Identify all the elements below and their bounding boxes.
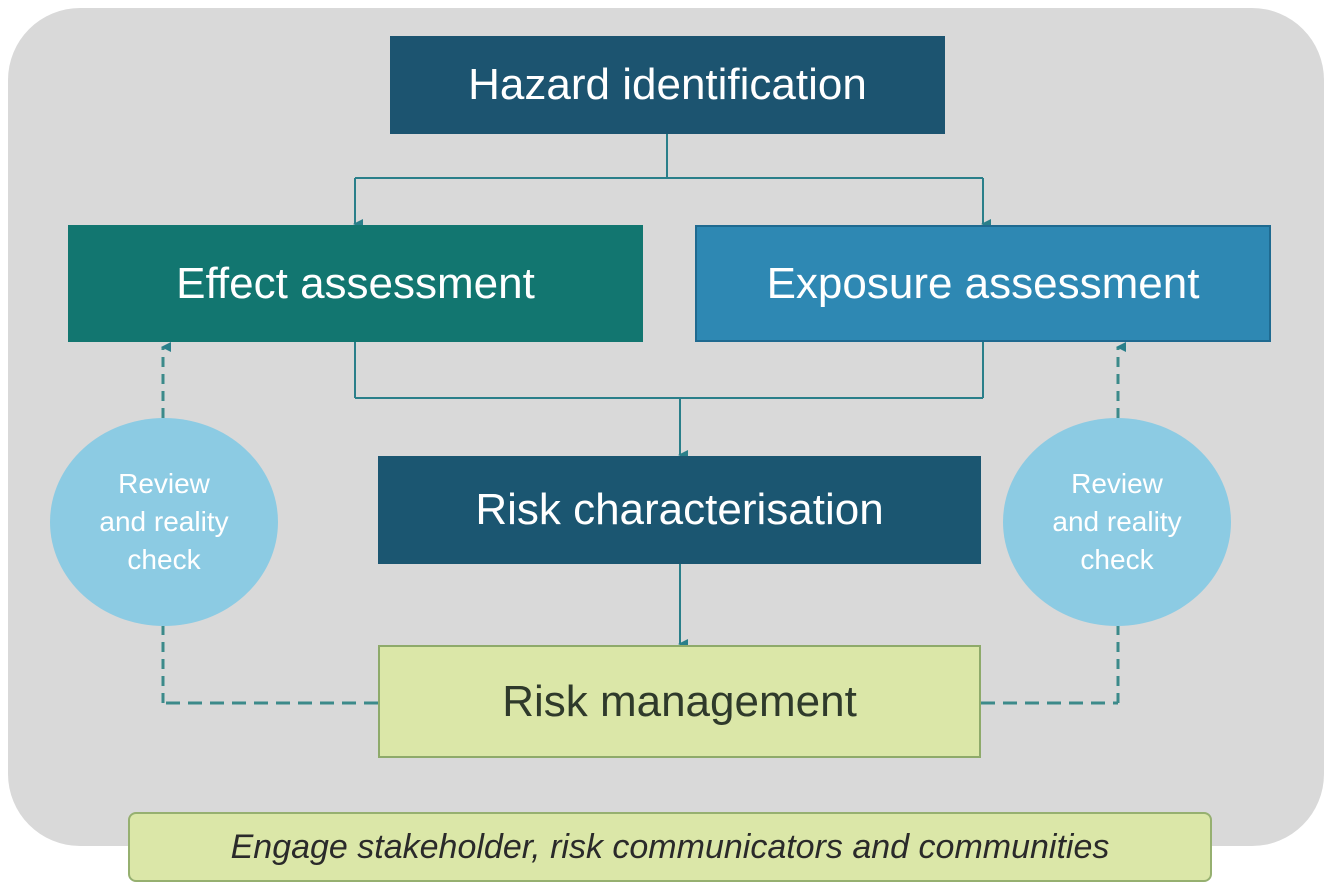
hazard-identification-box: Hazard identification: [390, 36, 945, 134]
review-circle-left-label: Review and reality check: [99, 468, 229, 575]
hazard-split-connector: [353, 134, 991, 229]
assessment-merge-connector: [354, 342, 984, 460]
effect-assessment-label: Effect assessment: [176, 258, 535, 308]
engage-banner-label: Engage stakeholder, risk communicators a…: [230, 827, 1110, 866]
exposure-assessment-label: Exposure assessment: [766, 258, 1200, 308]
review-circle-left: Review and reality check: [50, 418, 278, 626]
risk-characterisation-box: Risk characterisation: [378, 456, 981, 564]
exposure-assessment-box: Exposure assessment: [695, 225, 1271, 342]
risk-management-label: Risk management: [502, 676, 857, 726]
review-circle-right-label: Review and reality check: [1052, 468, 1182, 575]
risk-management-box: Risk management: [378, 645, 981, 758]
risk-characterisation-label: Risk characterisation: [475, 485, 884, 534]
hazard-identification-label: Hazard identification: [468, 60, 867, 109]
feedback-right-connector: [981, 342, 1126, 705]
review-circle-right: Review and reality check: [1003, 418, 1231, 626]
effect-assessment-box: Effect assessment: [68, 225, 643, 342]
engage-banner: Engage stakeholder, risk communicators a…: [128, 812, 1212, 882]
feedback-left-connector: [161, 342, 378, 705]
